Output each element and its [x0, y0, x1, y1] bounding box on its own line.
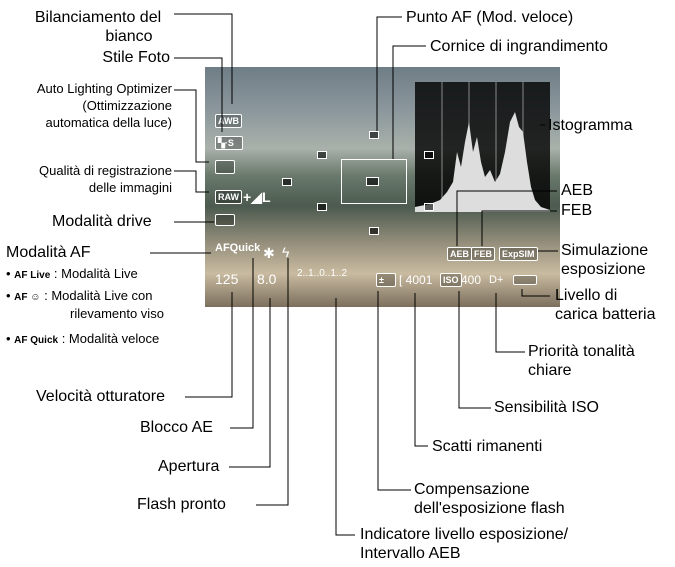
aperture-value: 8.0	[257, 271, 277, 287]
label-shots-remaining: Scatti rimanenti	[432, 438, 543, 455]
af-point	[369, 131, 379, 139]
label-flash-ready: Flash pronto	[137, 496, 226, 513]
label-drive-mode: Modalità drive	[52, 213, 152, 230]
magnification-frame	[341, 159, 407, 204]
af-point	[424, 151, 434, 159]
af-quick-icon: AF Quick	[14, 335, 59, 346]
battery-icon	[513, 275, 537, 285]
label-histogram: Istogramma	[548, 117, 633, 134]
raw-indicator: RAW	[215, 190, 242, 204]
drive-mode-icon	[215, 214, 235, 226]
ae-lock-icon: ✱	[263, 245, 275, 261]
af-point	[369, 227, 379, 235]
label-aperture: Apertura	[158, 458, 220, 475]
label-af-point: Punto AF (Mod. veloce)	[406, 9, 574, 26]
label-iso: Sensibilità ISO	[494, 399, 599, 416]
quality-indicator: +◢L	[243, 189, 271, 205]
af-mode-quick: • AF Quick : Modalità veloce	[6, 331, 160, 346]
af-mode-live: • AF Live : Modalità Live	[6, 266, 138, 281]
label-shutter-speed: Velocità otturatore	[36, 388, 165, 405]
exposure-scale: 2..1..0..1..2	[297, 268, 348, 279]
af-mode-indicator: AFQuick	[215, 242, 261, 254]
iso-icon: ISO	[440, 273, 462, 287]
af-point-center	[366, 177, 379, 186]
label-magnification-frame: Cornice di ingrandimento	[430, 38, 608, 55]
label-feb: FEB	[561, 202, 593, 219]
flash-ready-icon: ϟ	[282, 244, 290, 260]
highlight-priority-indicator: D+	[489, 274, 504, 286]
feb-badge: FEB	[471, 247, 495, 261]
af-point	[317, 203, 327, 211]
label-ae-lock: Blocco AE	[140, 419, 213, 436]
alo-icon	[215, 160, 235, 174]
af-point	[282, 178, 292, 186]
iso-value: 400	[461, 273, 482, 287]
histogram-graph	[415, 82, 550, 212]
label-aeb: AEB	[561, 182, 594, 199]
af-point	[424, 203, 434, 211]
af-face-icon: AF ☺	[14, 292, 41, 303]
shots-remaining-value: [ 4001	[399, 273, 433, 287]
af-mode-face-cont: rilevamento viso	[70, 306, 164, 321]
shutter-value: 125	[215, 271, 239, 287]
flash-comp-icon: ±	[376, 273, 396, 287]
af-mode-face: • AF ☺ : Modalità Live con	[6, 288, 153, 303]
picture-style-indicator: ▚·S	[215, 136, 243, 150]
label-picture-style: Stile Foto	[102, 49, 170, 66]
af-live-icon: AF Live	[14, 270, 51, 281]
af-point	[317, 151, 327, 159]
label-exposure-indicator: Indicatore livello esposizione/Intervall…	[360, 526, 569, 562]
expsim-badge: ExpSIM	[499, 247, 538, 261]
histogram-panel	[415, 82, 550, 212]
label-af-mode: Modalità AF	[6, 244, 91, 261]
